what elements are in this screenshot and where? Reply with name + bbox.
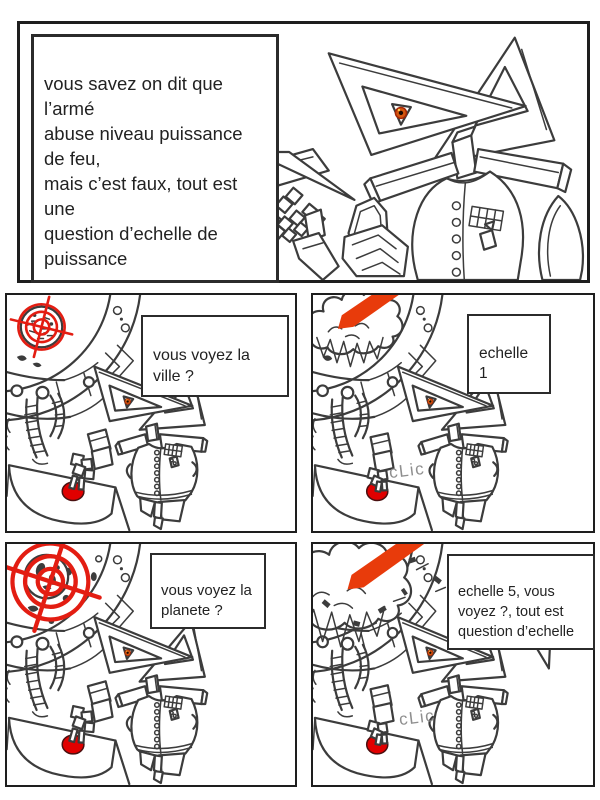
crater (322, 355, 333, 361)
medal (485, 221, 494, 230)
speech-bubble: echelle 5, vous voyez ?, tout est questi… (447, 554, 595, 650)
chevron-armor (343, 225, 408, 276)
crater (32, 362, 42, 368)
chest-grid-patch (468, 205, 505, 232)
panel-echelle-5: echelle 5, vous voyez ?, tout est questi… (311, 542, 595, 787)
panel-ville: vous voyez la ville ? (5, 293, 297, 533)
panel-planete: vous voyez la planete ? (5, 542, 297, 787)
speech-bubble: vous voyez la ville ? (141, 315, 289, 398)
speech-text: echelle 5, vous voyez ?, tout est questi… (458, 584, 575, 640)
crater (16, 355, 27, 361)
speech-bubble: echelle 1 (467, 314, 551, 395)
panel-intro: vous savez on dit que l’armé abuse nivea… (17, 21, 590, 283)
panel-echelle1-art (313, 295, 513, 531)
panel-intro-art (20, 36, 587, 280)
robot-body-large (251, 127, 583, 280)
speech-text: vous voyez la ville ? (153, 346, 250, 385)
panel-echelle-1: echelle 1 cLic (311, 293, 595, 533)
speech-text: echelle 1 (479, 345, 529, 383)
speech-bubble: vous savez on dit que l’armé abuse nivea… (31, 34, 279, 283)
speech-text: vous voyez la planete ? (161, 582, 252, 619)
speech-text: vous savez on dit que l’armé abuse nivea… (44, 73, 243, 269)
speech-bubble: vous voyez la planete ? (150, 553, 266, 629)
